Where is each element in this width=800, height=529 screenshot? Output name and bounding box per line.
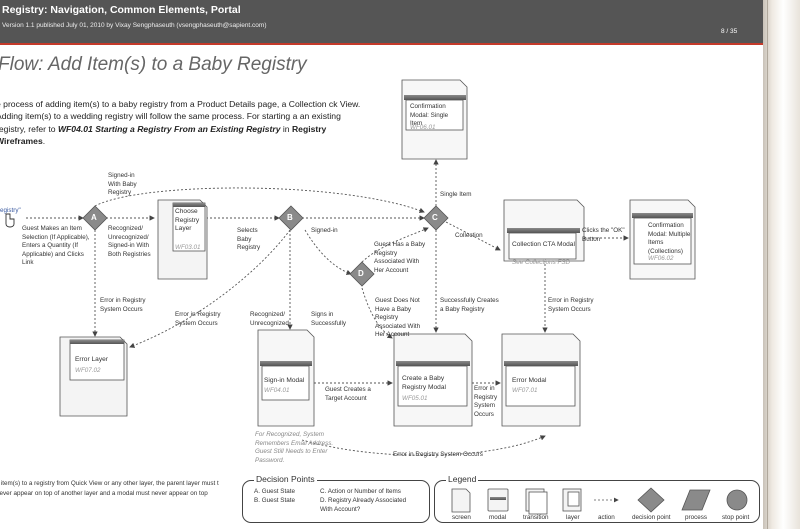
- recognized-both-label: Recognized/ Unrecognized/ Signed-in With…: [108, 225, 151, 258]
- legend-stop-label: stop point: [722, 514, 750, 521]
- confirm-multiple-code: WF06.02: [648, 255, 674, 262]
- error-registry-label-3: Error in Registry System Occurs: [548, 297, 594, 313]
- page-title: Flow: Add Item(s) to a Baby Registry: [0, 54, 307, 75]
- signin-modal-title: Sign-in Modal: [264, 377, 305, 384]
- guest-makes-label: Guest Makes an Item Selection (If Applic…: [22, 225, 90, 266]
- node-create-registry: [393, 333, 473, 427]
- decision-b: [278, 205, 304, 231]
- intro-text-1: e process of adding item(s) to a baby re…: [0, 99, 361, 134]
- edge-b-error-layer: [129, 229, 291, 348]
- guest-has-label: Guest Has a Baby Registry Associated Wit…: [374, 241, 426, 274]
- intro-wireframes: Registry Wireframes: [0, 123, 327, 147]
- confirm-single-code: WF06.01: [410, 124, 436, 131]
- recognized-unrecognized-label: Recognized/ Unrecognized: [250, 311, 289, 327]
- legend-box: [434, 480, 760, 523]
- node-confirm-multiple: [629, 199, 696, 280]
- page-number: 8 / 35: [721, 28, 738, 35]
- decision-point-a: A. Guest State: [254, 488, 295, 495]
- guest-creates-target-label: Guest Creates a Target Account: [325, 386, 371, 402]
- decision-point-d: D. Registry Already Associated With Acco…: [320, 497, 407, 513]
- legend-screen-label: screen: [452, 514, 471, 521]
- legend-decision-label: decision point: [632, 514, 671, 521]
- document-title: Registry: Navigation, Common Elements, P…: [2, 4, 241, 16]
- signin-modal-code: WF04.01: [264, 387, 290, 394]
- header-accent-stripe: [0, 43, 763, 45]
- create-registry-title: Create a Baby Registry Modal: [402, 375, 446, 391]
- error-layer-code: WF07.02: [75, 367, 101, 374]
- legend-modal-label: modal: [489, 514, 507, 521]
- single-item-label: Single Item: [440, 191, 472, 198]
- entry-link-label: egistry": [0, 207, 21, 214]
- legend-title: Legend: [446, 474, 479, 484]
- node-choose-registry: [157, 199, 208, 280]
- legend-process-label: process: [685, 514, 708, 521]
- error-registry-label-2: Error in Registry System Occurs: [175, 311, 221, 327]
- edge-d-c: [361, 227, 429, 263]
- legend-action-label: action: [598, 514, 615, 521]
- collection-cta-title: Collection CTA Modal: [512, 241, 575, 248]
- decision-point-c: C. Action or Number of Items: [320, 488, 401, 495]
- legend-layer-label: layer: [566, 514, 580, 521]
- flow-diagram: [5, 79, 748, 515]
- node-error-modal: [501, 333, 581, 427]
- create-registry-code: WF05.01: [402, 395, 428, 402]
- error-registry-label-1: Error in Registry System Occurs: [100, 297, 146, 313]
- decision-a-label: A: [91, 213, 97, 222]
- error-registry-label-4: Error in Registry System Occurs: [393, 451, 483, 458]
- intro-paragraph: e process of adding item(s) to a baby re…: [0, 98, 368, 148]
- decision-point-b: B. Guest State: [254, 497, 295, 504]
- error-modal-title: Error Modal: [512, 377, 547, 384]
- confirm-multiple-title: Confirmation Modal: Multiple Items (Coll…: [648, 222, 691, 255]
- intro-text-2: in: [280, 123, 292, 134]
- node-confirm-single: [401, 79, 468, 160]
- intro-text-3: .: [42, 136, 46, 147]
- paper-edge-line: [767, 0, 768, 529]
- error-layer-title: Error Layer: [75, 356, 108, 363]
- for-recognized-note: For Recognized, System Remembers Email A…: [255, 431, 334, 464]
- node-collection-cta: [503, 199, 585, 262]
- document-header: Registry: Navigation, Common Elements, P…: [0, 0, 763, 43]
- decision-b-label: B: [287, 213, 293, 222]
- legend-screen-shape: [451, 488, 471, 513]
- signs-in-label: Signs in Successfully: [311, 311, 346, 327]
- hand-cursor-icon: [5, 213, 15, 228]
- success-creates-label: Successfully Creates a Baby Registry: [440, 297, 499, 313]
- legend-shapes: [451, 487, 748, 515]
- paper-edge: [763, 0, 800, 529]
- error-registry-label-vertical: Error in Registry System Occurs: [474, 385, 498, 418]
- decision-points-box: [242, 480, 430, 523]
- signed-in-baby-label: Signed-in With Baby Registry: [108, 172, 137, 196]
- legend-decision-shape: [637, 487, 665, 513]
- footnote: s item(s) to a registry from Quick View …: [0, 480, 219, 497]
- choose-registry-title: Choose Registry Layer: [175, 208, 200, 232]
- intro-reference: WF04.01 Starting a Registry From an Exis…: [57, 123, 281, 134]
- decision-c: [423, 205, 449, 231]
- legend-stop-shape: [726, 489, 748, 511]
- node-error-layer: [59, 336, 128, 417]
- edge-b-d: [304, 229, 352, 275]
- error-modal-code: WF07.01: [512, 387, 538, 394]
- collection-cta-code: See Collections FSD: [512, 259, 571, 266]
- decision-d: [349, 261, 375, 287]
- confirm-single-title: Confirmation Modal: Single Item: [410, 103, 449, 127]
- choose-registry-code: WF03.01: [175, 244, 201, 251]
- decision-a: [82, 205, 108, 231]
- edge-a-c-signed-in: [94, 187, 425, 213]
- legend-process-shape: [681, 489, 711, 511]
- decision-c-label: C: [432, 213, 438, 222]
- clicks-ok-label: Clicks the "OK" Button: [582, 227, 625, 243]
- collection-label: Collection: [455, 232, 483, 239]
- selects-baby-label: Selects Baby Registry: [237, 227, 261, 251]
- connectors: [26, 159, 629, 456]
- node-signin-modal: [257, 329, 315, 427]
- version-line: Version 1.1 published July 01, 2010 by V…: [2, 22, 267, 29]
- decision-points-title: Decision Points: [254, 474, 317, 484]
- signed-in-label: Signed-in: [311, 227, 338, 234]
- decision-d-label: D: [358, 269, 364, 278]
- legend-transition-label: transition: [523, 514, 549, 521]
- guest-does-not-label: Guest Does Not Have a Baby Registry Asso…: [375, 297, 421, 338]
